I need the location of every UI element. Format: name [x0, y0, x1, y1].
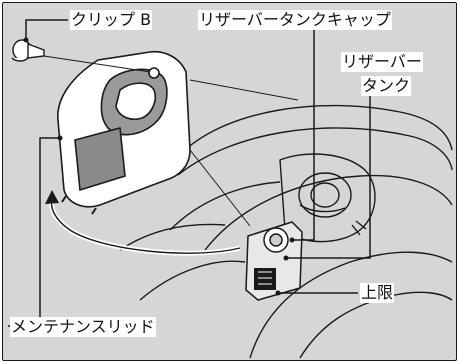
clip-b-label: クリップ B — [70, 10, 152, 30]
reservoir-tank — [246, 222, 302, 300]
upper-limit-label: 上限 — [360, 283, 394, 303]
maintenance-lid-label: メンテナンスリッド — [10, 317, 156, 337]
clip-b-shape — [12, 40, 44, 61]
maintenance-lid-shape — [58, 52, 190, 214]
reservoir-tank-label-line1: リザーバー — [341, 52, 423, 72]
fluid-level-mark — [254, 268, 276, 290]
reservoir-tank-label-line2: タンク — [361, 76, 411, 96]
reservoir-cap-label: リザーバータンクキャップ — [198, 10, 392, 30]
